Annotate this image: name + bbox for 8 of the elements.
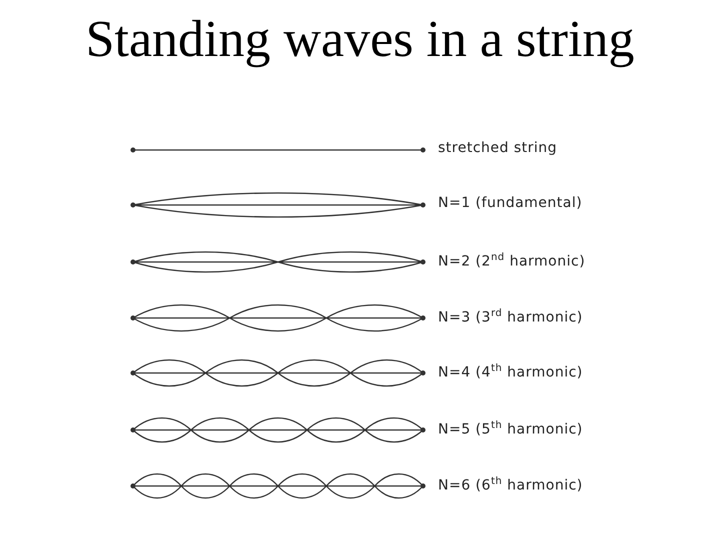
mode-label: N=3 (3$^{rd}$ harmonic) <box>438 308 583 326</box>
string-label: stretched string <box>438 140 558 156</box>
mode-label: N=6 (6$^{th}$ harmonic) <box>438 476 583 494</box>
mode-label: N=4 (4$^{th}$ harmonic) <box>438 363 583 381</box>
title: Standing waves in a string <box>84 10 636 70</box>
mode-label: N=1 (fundamental) <box>438 195 582 211</box>
mode-label: N=5 (5$^{th}$ harmonic) <box>438 420 583 438</box>
mode-label: N=2 (2$^{nd}$ harmonic) <box>438 252 586 270</box>
